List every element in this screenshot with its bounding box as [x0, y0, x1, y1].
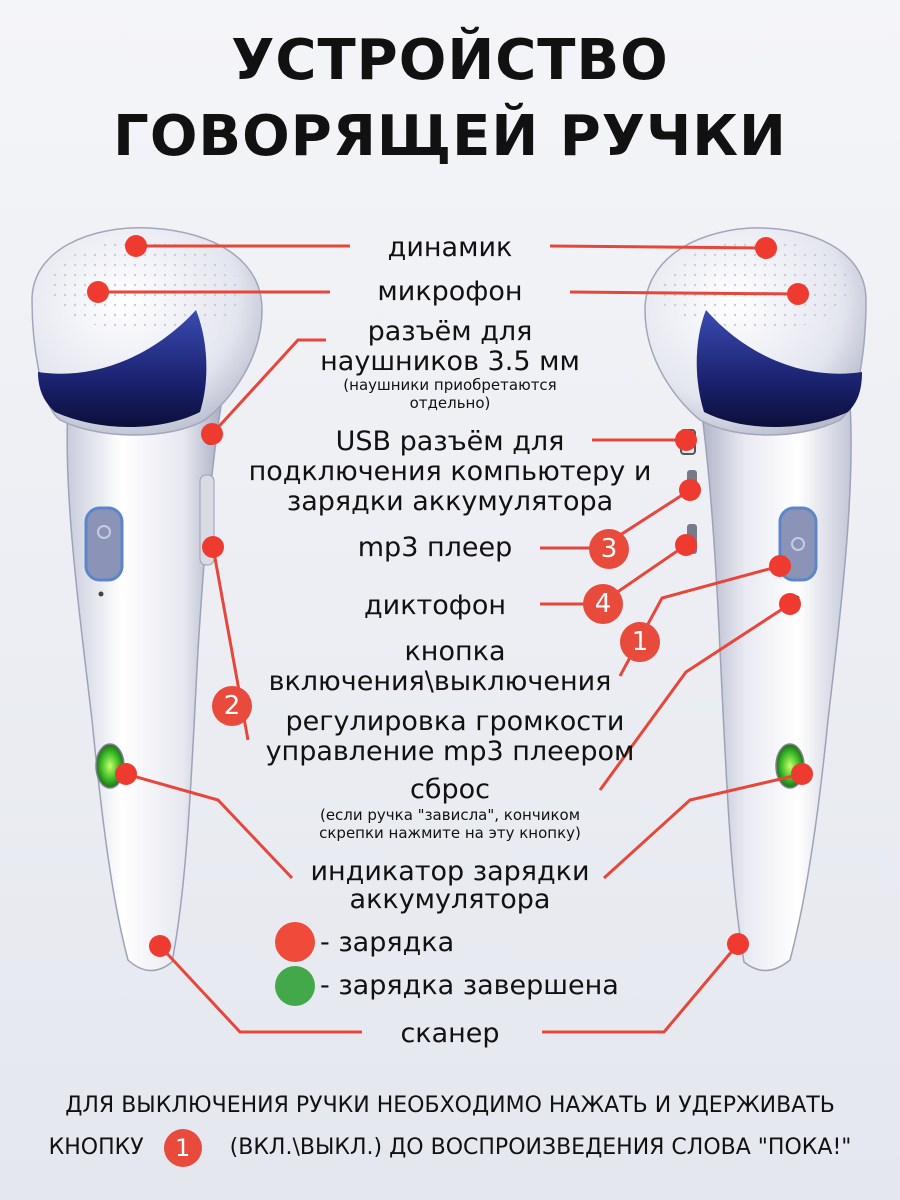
- number-1-badge: 1: [620, 622, 660, 662]
- label-jack-note-1: (наушники приобретаются: [280, 376, 620, 395]
- label-reset-note-1: (если ручка "зависла", кончиком: [250, 806, 650, 825]
- label-reset-note-2: скрепки нажмите на эту кнопку): [250, 824, 650, 843]
- label-volume-line-2: управление mp3 плеером: [240, 736, 660, 767]
- left-pen-reset-hole: [99, 592, 104, 597]
- label-power-line-1: кнопка: [300, 636, 610, 667]
- label-scanner: сканер: [360, 1018, 540, 1049]
- number-4-badge: 4: [583, 584, 623, 624]
- label-power-line-2: включения\выключения: [250, 666, 630, 697]
- label-jack-line-1: разъём для: [280, 316, 620, 347]
- label-indicator-line-1: индикатор зарядки: [280, 856, 620, 887]
- footer-line-1: ДЛЯ ВЫКЛЮЧЕНИЯ РУЧКИ НЕОБХОДИМО НАЖАТЬ И…: [0, 1084, 900, 1128]
- left-pen-body: [67, 380, 222, 971]
- label-jack-note-2: отдельно): [280, 394, 620, 413]
- label-charged: - зарядка завершена: [320, 970, 660, 1001]
- label-volume-line-1: регулировка громкости: [250, 706, 660, 737]
- number-2-badge: 2: [212, 686, 252, 726]
- label-microphone: микрофон: [300, 276, 600, 307]
- label-usb-line-1: USB разъём для: [250, 426, 650, 457]
- label-jack-line-2: наушников 3.5 мм: [280, 346, 620, 377]
- label-mp3: mp3 плеер: [330, 532, 540, 563]
- footer-line-2-before: КНОПКУ: [49, 1135, 144, 1160]
- label-reset: сброс: [340, 774, 560, 805]
- right-pen: [645, 228, 866, 971]
- label-indicator-line-2: аккумулятора: [280, 884, 620, 915]
- legend-charging-dot: [275, 922, 315, 962]
- left-pen: [32, 228, 262, 971]
- label-charging: - зарядка: [320, 927, 520, 958]
- legend-charged-dot: [275, 966, 315, 1006]
- footer-line-2-after: (ВКЛ.\ВЫКЛ.) ДО ВОСПРОИЗВЕДЕНИЯ СЛОВА "П…: [230, 1135, 852, 1160]
- label-usb-line-2: подключения компьютеру и: [230, 456, 670, 487]
- label-recorder: диктофон: [330, 590, 540, 621]
- right-pen-body: [700, 380, 851, 971]
- number-3-badge: 3: [589, 529, 629, 569]
- label-speaker: динамик: [300, 232, 600, 263]
- left-pen-power-button: [86, 508, 122, 580]
- footer-line-2: КНОПКУ 1 (ВКЛ.\ВЫКЛ.) ДО ВОСПРОИЗВЕДЕНИЯ С…: [0, 1126, 900, 1170]
- label-usb-line-3: зарядки аккумулятора: [250, 486, 650, 517]
- footer-number-1-badge: 1: [164, 1129, 202, 1167]
